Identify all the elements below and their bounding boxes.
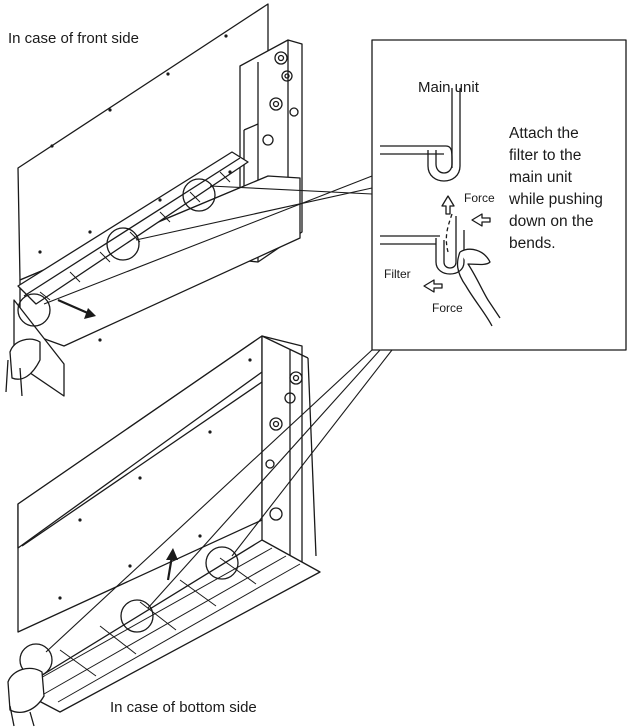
front-side-caption: In case of front side bbox=[8, 30, 139, 47]
leader-lines bbox=[43, 175, 393, 653]
bottom-side-caption: In case of bottom side bbox=[110, 699, 257, 716]
instruction-line: main unit bbox=[509, 169, 572, 186]
instruction-line: down on the bbox=[509, 213, 594, 230]
front-side-unit bbox=[5, 3, 303, 397]
force-label-right: Force bbox=[464, 191, 495, 205]
force-label-bottom: Force bbox=[432, 301, 463, 315]
main-unit-label: Main unit bbox=[418, 79, 479, 96]
instruction-text: Attach the filter to the main unit while… bbox=[509, 123, 627, 255]
filter-label: Filter bbox=[384, 267, 411, 281]
instruction-line: filter to the bbox=[509, 147, 582, 164]
instruction-line: while pushing bbox=[509, 191, 603, 208]
bottom-side-unit bbox=[7, 335, 321, 727]
detail-callout bbox=[371, 39, 627, 351]
instruction-line: Attach the bbox=[509, 125, 579, 142]
instruction-line: bends. bbox=[509, 235, 556, 252]
